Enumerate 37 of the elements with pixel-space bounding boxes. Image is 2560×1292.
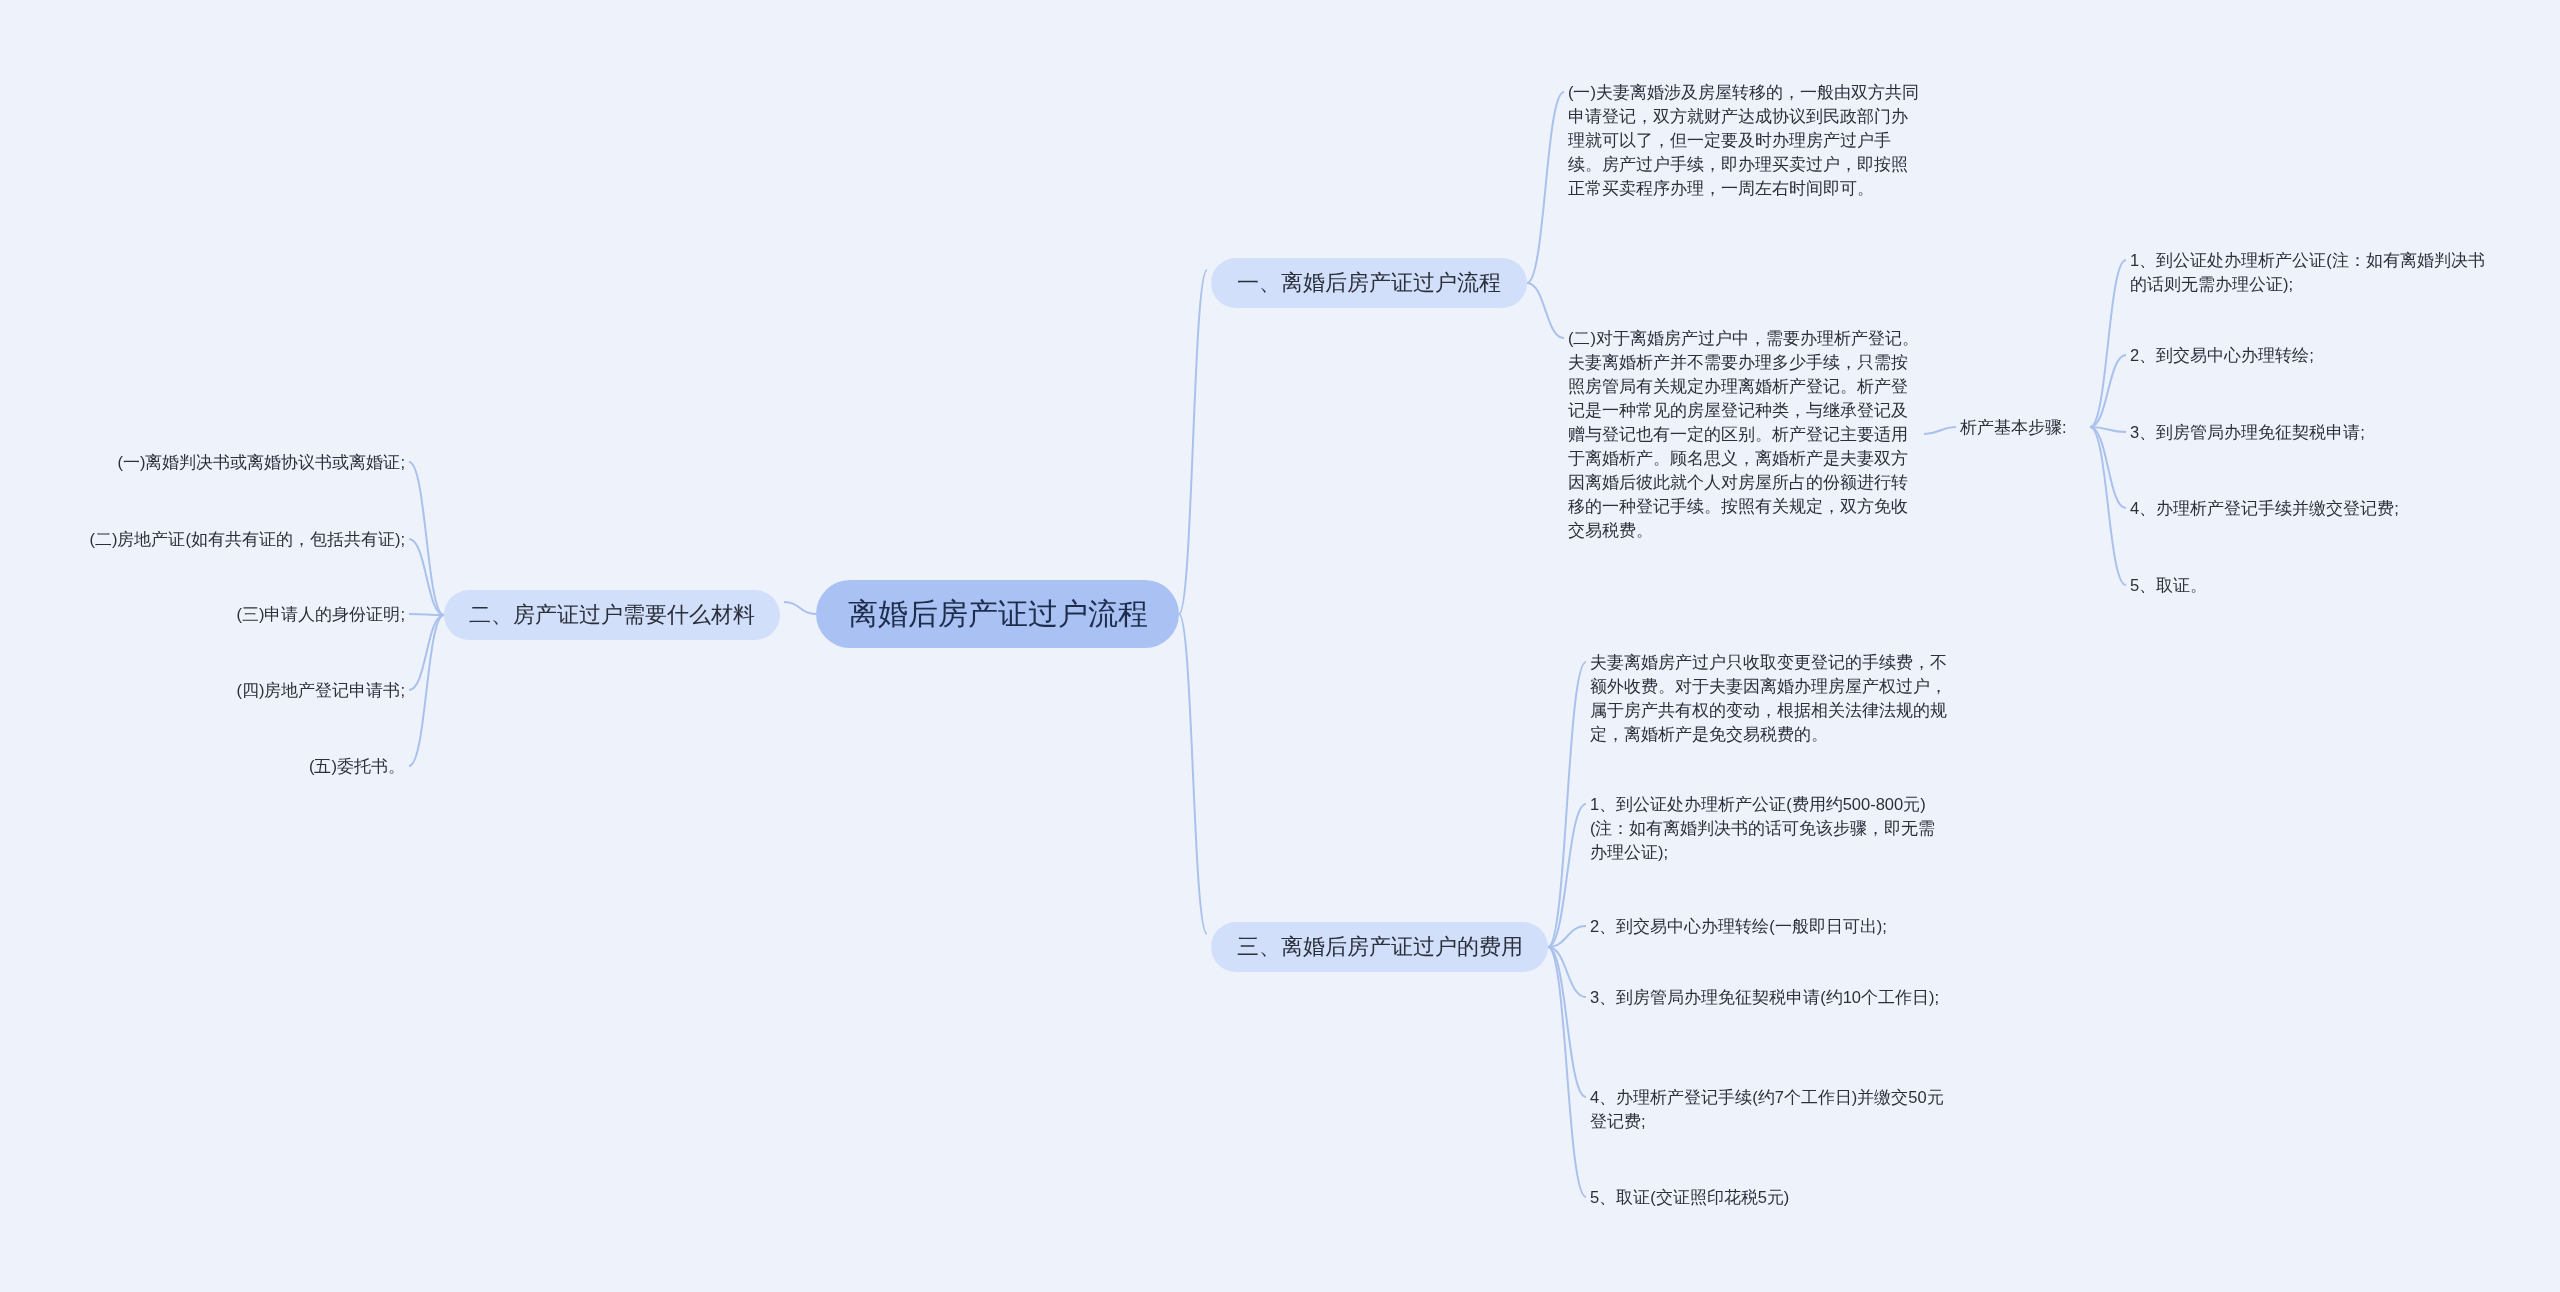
branch-topic: 三、离婚后房产证过户的费用 (1211, 922, 1548, 972)
leaf-text: (三)申请人的身份证明; (30, 602, 405, 626)
leaf-text: 3、到房管局办理免征契税申请(约10个工作日); (1590, 985, 1950, 1009)
leaf-text: 3、到房管局办理免征契税申请; (2130, 420, 2500, 444)
leaf-text: (五)委托书。 (30, 754, 405, 778)
leaf-text: 2、到交易中心办理转绘(一般即日可出); (1590, 914, 1950, 938)
connector (783, 601, 817, 615)
connector (1526, 282, 1565, 339)
connector (2089, 354, 2127, 428)
connector (1526, 91, 1565, 284)
leaf-text: (一)夫妻离婚涉及房屋转移的，一般由双方共同申请登记，双方就财产达成协议到民政部门办理就可以了，但一定要及时办理房产过户手续。房产过户手续，即办理买卖过户，即按照正常买卖程序办理，一周左右时间即可。 (1568, 80, 1924, 200)
connector (408, 461, 445, 616)
leaf-text: 4、办理析产登记手续(约7个工作日)并缴交50元登记费; (1590, 1085, 1950, 1133)
leaf-text: 5、取证(交证照印花税5元) (1590, 1185, 1950, 1209)
connector (1178, 613, 1208, 935)
leaf-text: 析产基本步骤: (1960, 415, 2090, 439)
connector (1547, 661, 1587, 948)
leaf-text: 1、到公证处办理析产公证(费用约500-800元)(注：如有离婚判决书的话可免该步骤，即无需办理公证); (1590, 792, 1950, 864)
connector (408, 538, 445, 616)
leaf-text: (二)对于离婚房产过户中，需要办理析产登记。夫妻离婚析产并不需要办理多少手续，只需按照房管局有关规定办理离婚析产登记。析产登记是一种常见的房屋登记种类，与继承登记及赠与登记也有一定的区别。析产登记主要适用于离婚析产。顾名思义，离婚析产是夫妻双方因离婚后彼此就个人对房屋所占的份额进行转移的一种登记手续。按照有关规定，双方免收交易税费。 (1568, 326, 1924, 542)
connector (1547, 946, 1587, 1198)
branch-topic: 一、离婚后房产证过户流程 (1211, 258, 1527, 308)
leaf-text: 夫妻离婚房产过户只收取变更登记的手续费，不额外收费。对于夫妻因离婚办理房屋产权过户，属于房产共有权的变动，根据相关法律法规的规定，离婚析产是免交易税费的。 (1590, 650, 1950, 746)
leaf-text: (一)离婚判决书或离婚协议书或离婚证; (30, 450, 405, 474)
leaf-text: (二)房地产证(如有共有证的，包括共有证); (30, 527, 405, 551)
branch-topic: 二、房产证过户需要什么材料 (444, 590, 780, 640)
connector (1923, 426, 1957, 435)
leaf-text: 4、办理析产登记手续并缴交登记费; (2130, 496, 2500, 520)
connector (408, 614, 445, 767)
leaf-text: 1、到公证处办理析产公证(注：如有离婚判决书的话则无需办理公证); (2130, 248, 2500, 296)
leaf-text: 2、到交易中心办理转绘; (2130, 343, 2500, 367)
connector (1178, 269, 1208, 615)
connector (2089, 426, 2127, 586)
connector (2089, 259, 2127, 428)
leaf-text: (四)房地产登记申请书; (30, 678, 405, 702)
leaf-text: 5、取证。 (2130, 573, 2500, 597)
root-topic: 离婚后房产证过户流程 (816, 580, 1179, 648)
